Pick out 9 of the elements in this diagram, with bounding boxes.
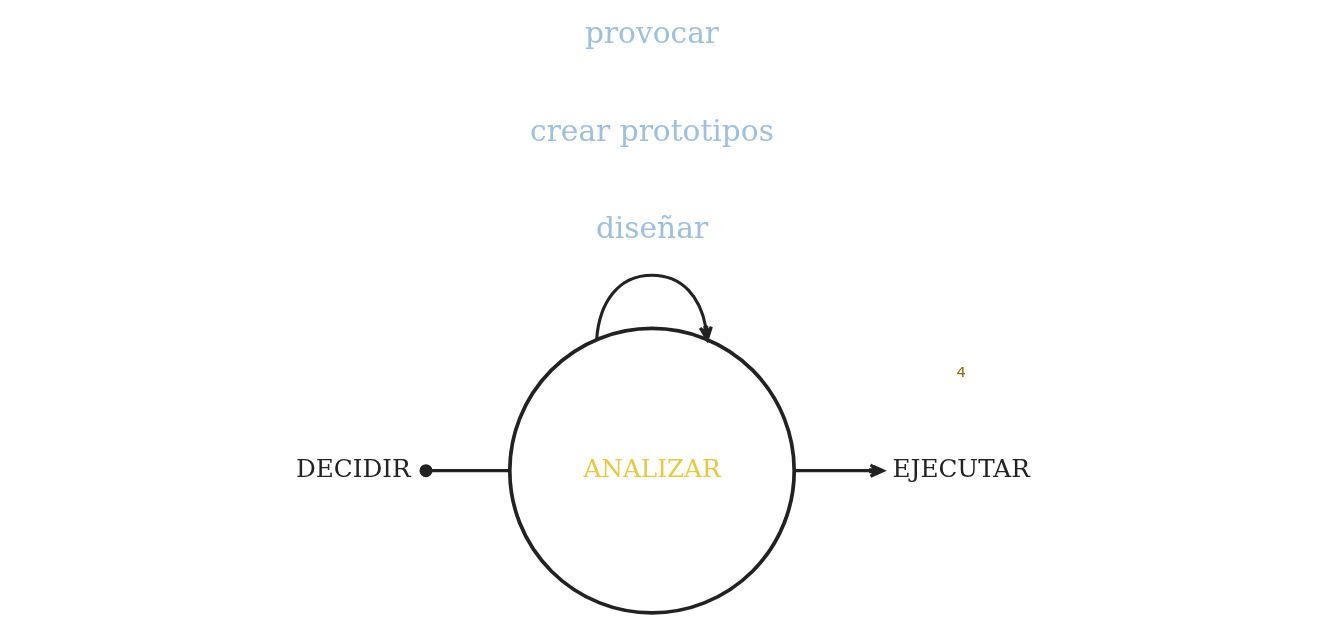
label: diseñar bbox=[595, 210, 709, 246]
node-text: DECIDIR bbox=[295, 453, 411, 483]
node-text: EJECUTAR bbox=[892, 453, 1030, 483]
label: 4 bbox=[956, 362, 966, 380]
arrow bbox=[595, 273, 713, 342]
arrow bbox=[794, 463, 885, 478]
label: crear prototipos bbox=[530, 112, 774, 148]
connector bbox=[419, 464, 510, 478]
label: provocar bbox=[584, 15, 720, 51]
